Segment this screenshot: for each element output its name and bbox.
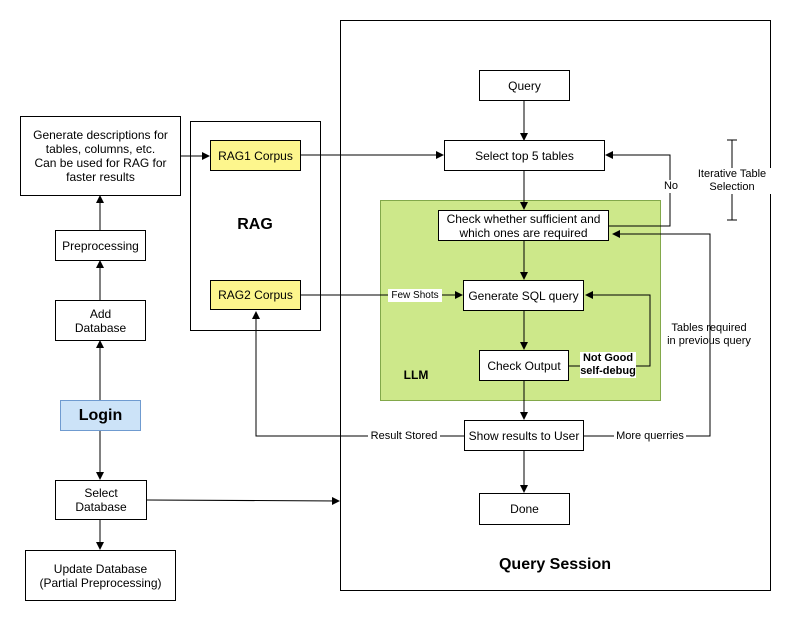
query-session-title: Query Session (498, 556, 612, 573)
show-results-node: Show results to User (464, 420, 584, 451)
llm-title: LLM (403, 368, 429, 382)
edge-select-db-to-session (146, 496, 340, 505)
rag-title: RAG (237, 216, 273, 233)
tables-required-label: Tables required in previous query (667, 322, 751, 347)
not-good-self-debug-label: Not Good self-debug (580, 352, 636, 378)
iterative-table-selection-label: Iterative Table Selection (692, 168, 772, 194)
check-sufficient-node: Check whether sufficient and which ones … (438, 210, 609, 241)
generate-descriptions-node: Generate descriptions for tables, column… (20, 116, 181, 196)
add-database-node: Add Database (55, 300, 146, 341)
more-queries-label: More querries (614, 430, 686, 443)
update-database-node: Update Database (Partial Preprocessing) (25, 550, 176, 601)
edge-no-loop (605, 151, 671, 227)
query-session-container (340, 20, 771, 591)
result-stored-label: Result Stored (368, 430, 440, 443)
select-top5-node: Select top 5 tables (444, 140, 605, 171)
few-shots-label: Few Shots (388, 289, 442, 302)
generate-sql-node: Generate SQL query (463, 280, 584, 311)
rag2-corpus-node: RAG2 Corpus (210, 280, 301, 310)
done-node: Done (479, 493, 570, 525)
rag1-corpus-node: RAG1 Corpus (210, 140, 301, 171)
login-node: Login (60, 400, 141, 431)
preprocessing-node: Preprocessing (55, 230, 146, 261)
query-node: Query (479, 70, 570, 101)
no-label: No (662, 180, 680, 193)
check-output-node: Check Output (479, 350, 569, 381)
select-database-node: Select Database (55, 480, 147, 520)
